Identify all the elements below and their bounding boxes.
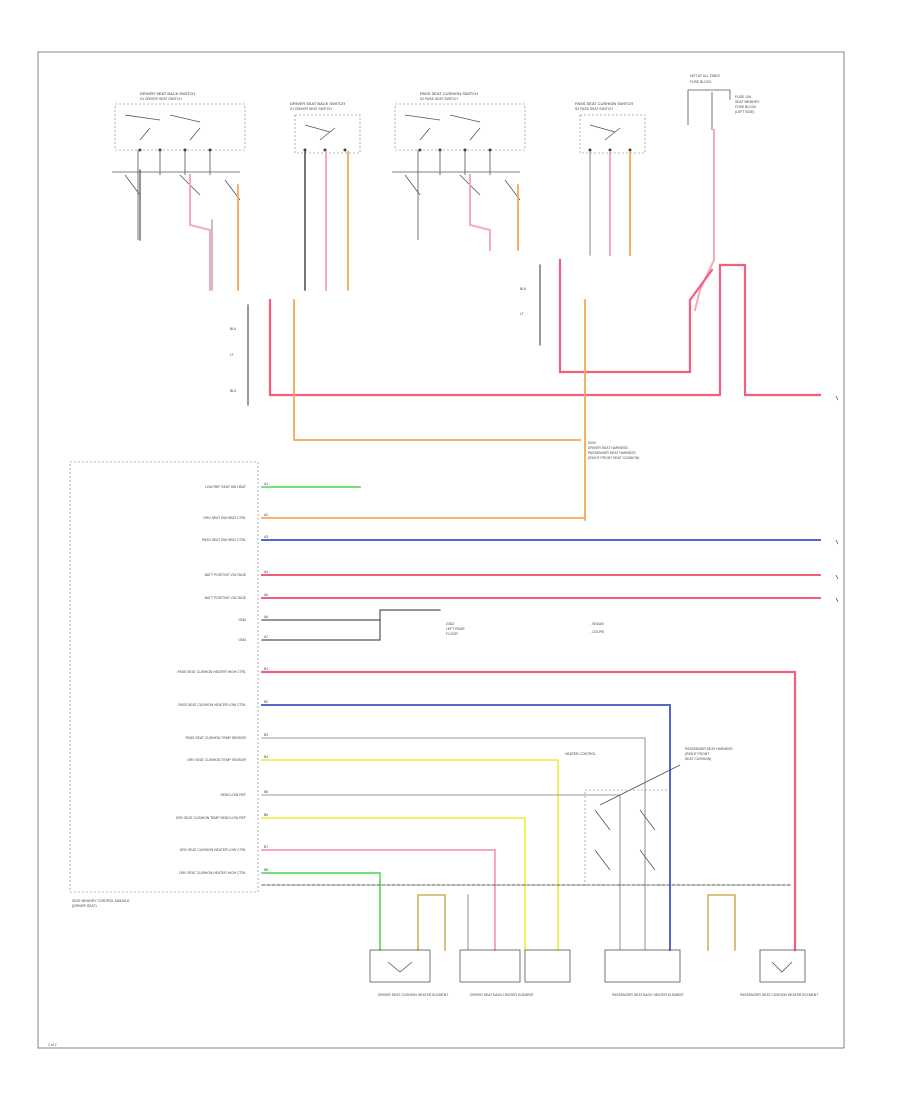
seat-note-2: (RIGHT FRONT — [685, 752, 709, 756]
module-pin-number: A7 — [264, 635, 268, 639]
module-pin-number: A3 — [264, 535, 268, 539]
switch-1-sub: S1 DRIVER SEAT SWITCH — [140, 97, 182, 101]
switch-1-title: DRIVER SEAT BACK SWITCH — [140, 91, 195, 96]
fuse-block-title: HOT AT ALL TIMES — [690, 74, 721, 78]
module-pin-label: PASS SEAT CUSHION HEATER HIGH CTRL — [177, 670, 246, 674]
switch-2-sub: S1 DRIVER SEAT SWITCH — [290, 107, 332, 111]
switch-3-sub: S2 PASS SEAT SWITCH — [420, 97, 458, 101]
module-pin-label: DRV SEAT CUSHION HEATER LOW CTRL — [180, 848, 246, 852]
module-pin-label: DRV SEAT SW HEAT CTRL — [204, 516, 247, 520]
module-caption-2: (DRIVER SEAT) — [72, 904, 97, 908]
heater-element-2: DRIVER SEAT BACK HEATER ELEMENT — [459, 949, 571, 997]
switch-3-title: PASS SEAT CUSHION SWITCH — [420, 91, 478, 96]
seat-note-3: SEAT CUSHION) — [685, 757, 711, 761]
module-pin-number: B7 — [264, 845, 268, 849]
heater-element-1: DRIVER SEAT CUSHION HEATER ELEMENT — [369, 949, 448, 997]
fuse-note-1: FUSE 10A — [735, 95, 752, 99]
module-pin-label: DRV SEAT CUSHION TEMP SENS LOW REF — [176, 816, 246, 820]
fuse-note-4: (LEFT SIDE) — [735, 110, 754, 114]
module-pin-label: DRV SEAT CUSHION HEATER HIGH CTRL — [179, 871, 246, 875]
fuse-block: HOT AT ALL TIMES FUSE BLOCK FUSE 10A SEA… — [687, 74, 760, 130]
seat-memory-module — [69, 461, 259, 893]
legend-coupe: - COUPE — [590, 630, 605, 634]
module-pin-number: B3 — [264, 733, 268, 737]
splice-note-1: S200 — [588, 441, 596, 445]
svg-text:LT: LT — [520, 312, 524, 316]
module-pin-label: PASS SEAT CUSHION HEATER LOW CTRL — [178, 703, 246, 707]
module-pin-number: B5 — [264, 790, 268, 794]
fuse-note-2: SEAT MEMORY — [735, 100, 760, 104]
diagram-frame — [37, 51, 845, 1049]
module-caption-1: SEAT MEMORY CONTROL MODULE — [72, 899, 130, 903]
switch-3: PASS SEAT CUSHION SWITCH S2 PASS SEAT SW… — [392, 91, 526, 240]
module-pin-label: GND — [238, 638, 246, 642]
page-code: 1 of 2 — [48, 1043, 57, 1047]
module-pin-label: BATT POSITIVE VOLTAGE — [205, 596, 247, 600]
module-pin-label: BATT POSITIVE VOLTAGE — [205, 573, 247, 577]
module-pin-label: PASS SEAT CUSHION TEMP SENSOR — [186, 736, 247, 740]
splice-note-2: DRIVER SEAT HARNESS — [588, 446, 628, 450]
svg-text:LT: LT — [230, 353, 234, 357]
switch-4: PASS SEAT CUSHION SWITCH S2 PASS SEAT SW… — [575, 101, 646, 154]
legend-sedan: - SEDAN — [590, 622, 604, 626]
switch-1: DRIVER SEAT BACK SWITCH S1 DRIVER SEAT S… — [112, 91, 246, 240]
heater-element-1-label: DRIVER SEAT CUSHION HEATER ELEMENT — [378, 993, 448, 997]
heater-element-3: PASSENGER SEAT BACK HEATER ELEMENT — [604, 949, 684, 997]
module-pin-label: DRV SEAT CUSHION TEMP SENSOR — [187, 758, 246, 762]
switch-2: DRIVER SEAT BACK SWITCH S1 DRIVER SEAT S… — [290, 101, 361, 154]
svg-text:BLK: BLK — [230, 389, 237, 393]
module-pin-label: SENS LOW REF — [220, 793, 246, 797]
svg-text:BLK: BLK — [520, 287, 527, 291]
module-pin-number: B4 — [264, 755, 268, 759]
module-pin-number: A1 — [264, 482, 268, 486]
heater-element-2-label: DRIVER SEAT BACK HEATER ELEMENT — [470, 993, 534, 997]
seat-note-1: PASSENGER SEAT HARNESS — [685, 747, 733, 751]
module-pin-label: LOW REF SEAT SW HEAT — [205, 485, 246, 489]
module-pin-number: B8 — [264, 868, 268, 872]
splice-note-3: PASSENGER SEAT HARNESS — [588, 451, 636, 455]
module-pin-number: B2 — [264, 700, 268, 704]
module-pin-number: A2 — [264, 513, 268, 517]
heater-element-4-label: PASSENGER SEAT CUSHION HEATER ELEMENT — [740, 993, 818, 997]
ground-note-1: G302 — [446, 622, 454, 626]
module-pin-number: A5 — [264, 593, 268, 597]
heater-element-3-label: PASSENGER SEAT BACK HEATER ELEMENT — [612, 993, 684, 997]
fuse-note-3: FUSE BLOCK — [735, 105, 757, 109]
ground-note-2: LEFT REAR — [446, 627, 465, 631]
module-pin-number: A6 — [264, 615, 268, 619]
switch-4-sub: S2 PASS SEAT SWITCH — [575, 107, 613, 111]
module-pin-number: A4 — [264, 570, 268, 574]
switch-2-title: DRIVER SEAT BACK SWITCH — [290, 101, 345, 106]
module-pin-number: B1 — [264, 667, 268, 671]
switch-4-title: PASS SEAT CUSHION SWITCH — [575, 101, 633, 106]
heater-control-note: HEATER CONTROL — [565, 752, 596, 756]
module-pin-number: B6 — [264, 813, 268, 817]
fuse-block-label: FUSE BLOCK — [690, 80, 712, 84]
svg-text:BLK: BLK — [230, 327, 237, 331]
module-pin-label: PASS SEAT SW HEAT CTRL — [202, 538, 246, 542]
module-pin-label: GND — [238, 618, 246, 622]
heater-element-4: PASSENGER SEAT CUSHION HEATER ELEMENT — [740, 949, 818, 997]
splice-note-4: (RIGHT FRONT SEAT CUSHION) — [588, 456, 639, 460]
ground-note-3: FLOOR — [446, 632, 458, 636]
